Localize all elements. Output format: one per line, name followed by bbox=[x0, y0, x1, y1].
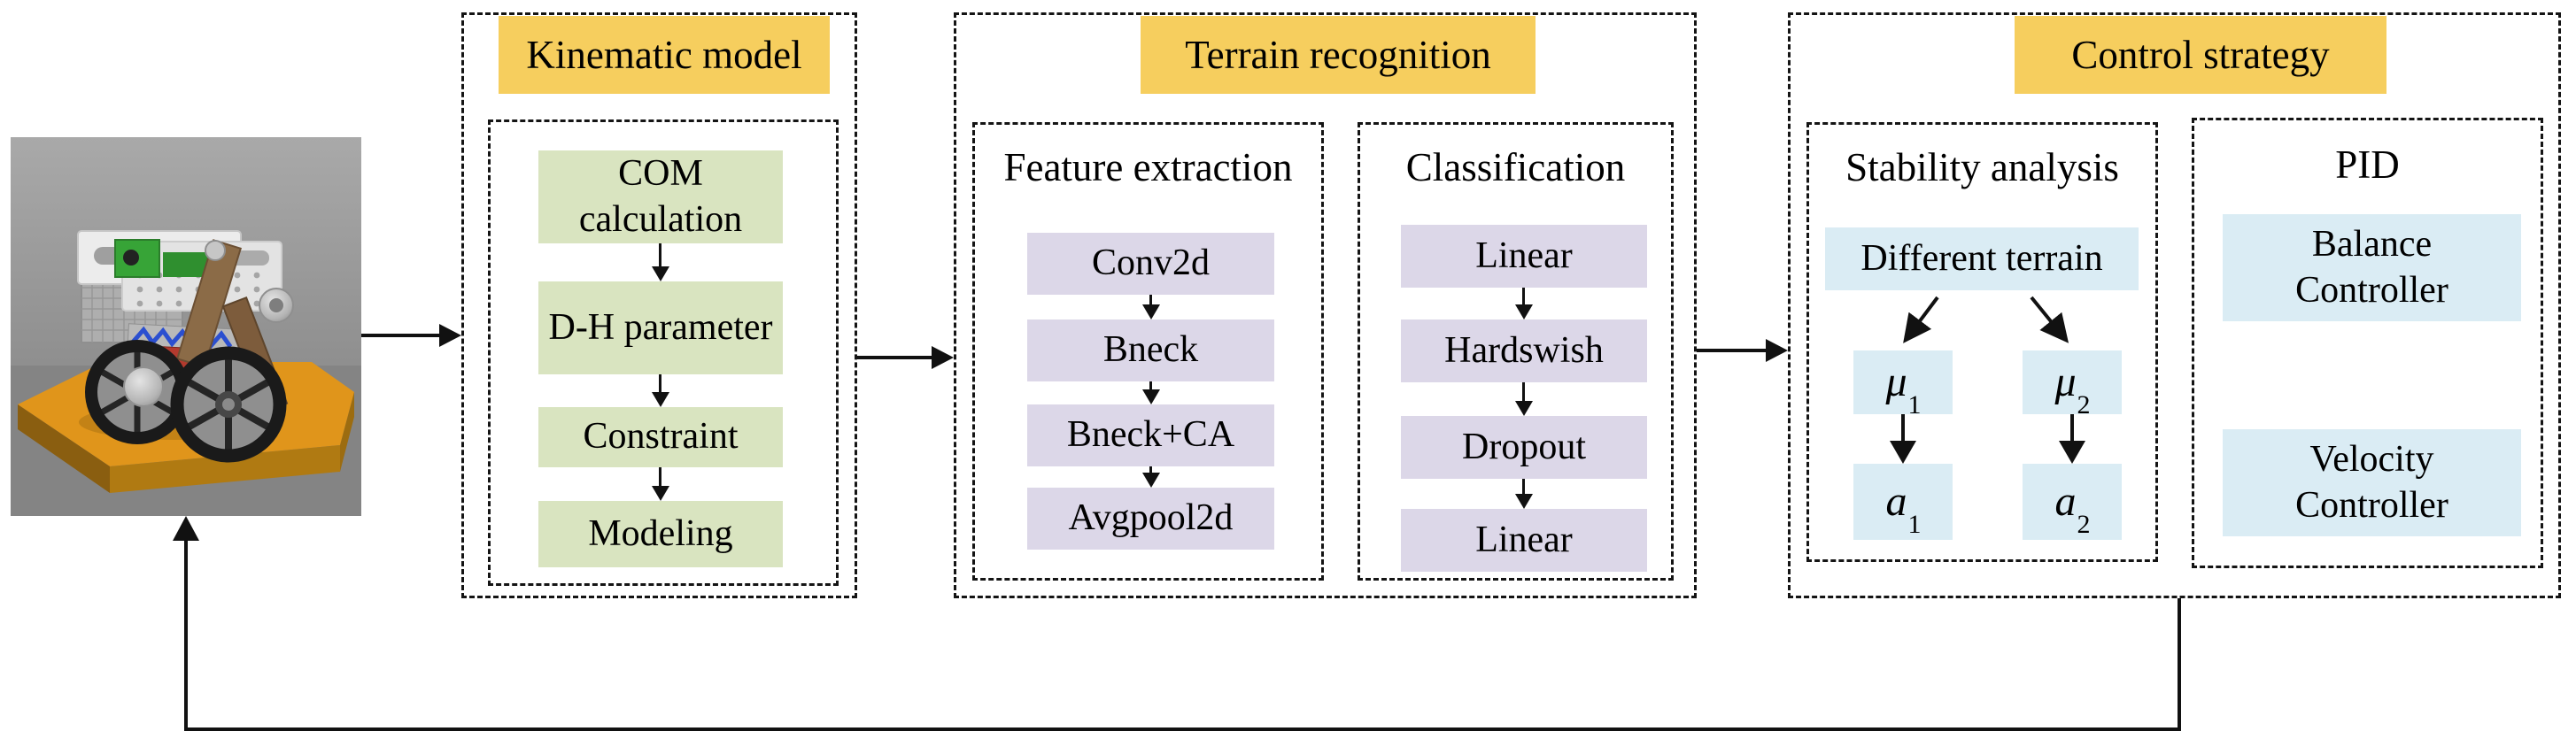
branch-arrows-icon bbox=[1903, 296, 2069, 343]
down-arrow-icon bbox=[1522, 479, 1525, 494]
step-dh-parameter: D-H parameter bbox=[538, 281, 783, 374]
step-balance-controller: Balance Controller bbox=[2223, 214, 2521, 321]
down-arrow-icon bbox=[659, 243, 661, 266]
step-dropout: Dropout bbox=[1401, 416, 1647, 479]
down-arrow-icon bbox=[659, 467, 661, 486]
arrow-terrain-to-control bbox=[1697, 349, 1766, 352]
step-avgpool2d: Avgpool2d bbox=[1027, 488, 1274, 550]
step-velocity-controller: Velocity Controller bbox=[2223, 429, 2521, 536]
down-arrow-icon bbox=[1149, 381, 1152, 389]
control-strategy-header: Control strategy bbox=[2015, 16, 2386, 94]
control-strategy-section bbox=[1788, 12, 2561, 598]
kinematic-model-section bbox=[461, 12, 857, 598]
feature-extraction-label: Feature extraction bbox=[1003, 145, 1293, 189]
step-different-terrain: Different terrain bbox=[1825, 227, 2139, 290]
down-arrow-icon bbox=[1149, 295, 1152, 304]
down-arrow-icon bbox=[2070, 414, 2074, 441]
classification-label: Classification bbox=[1405, 145, 1626, 189]
stability-analysis-box bbox=[1806, 122, 2158, 562]
step-hardswish: Hardswish bbox=[1401, 319, 1647, 382]
down-arrow-icon bbox=[1522, 382, 1525, 401]
step-linear-2: Linear bbox=[1401, 509, 1647, 572]
control-strategy-title: Control strategy bbox=[2071, 33, 2330, 77]
kinematic-model-header: Kinematic model bbox=[499, 16, 830, 94]
stability-analysis-label: Stability analysis bbox=[1845, 145, 2119, 189]
step-modeling: Modeling bbox=[538, 501, 783, 567]
pid-box bbox=[2192, 118, 2543, 568]
robot-left-wheel bbox=[85, 340, 190, 444]
step-constraint: Constraint bbox=[538, 407, 783, 467]
terrain-recognition-title: Terrain recognition bbox=[1185, 33, 1491, 77]
feedback-line-right-vertical bbox=[2178, 598, 2181, 731]
step-conv2d: Conv2d bbox=[1027, 233, 1274, 295]
feature-extraction-box bbox=[972, 122, 1324, 581]
terrain-recognition-header: Terrain recognition bbox=[1141, 16, 1536, 94]
step-linear-1: Linear bbox=[1401, 225, 1647, 288]
arrow-robot-to-kinematic bbox=[361, 334, 439, 337]
down-arrow-icon bbox=[659, 374, 661, 392]
step-com-calculation: COM calculation bbox=[538, 150, 783, 243]
step-bneck-ca: Bneck+CA bbox=[1027, 404, 1274, 466]
feedback-line-bottom-horizontal bbox=[184, 727, 2181, 731]
pid-label: PID bbox=[2335, 142, 2400, 187]
terrain-recognition-section bbox=[954, 12, 1697, 598]
down-arrow-icon bbox=[1149, 466, 1152, 473]
feedback-line-left-vertical bbox=[184, 539, 188, 731]
step-mu2: μ2 bbox=[2023, 350, 2122, 419]
down-arrow-icon bbox=[1522, 288, 1525, 304]
classification-box bbox=[1358, 122, 1674, 581]
up-arrow-icon bbox=[173, 516, 199, 541]
step-a1: a1 bbox=[1853, 464, 1953, 540]
arrow-kinematic-to-terrain bbox=[857, 356, 932, 359]
step-mu1: μ1 bbox=[1853, 350, 1953, 419]
robot-photo bbox=[11, 137, 361, 516]
kinematic-model-inner-box bbox=[488, 119, 839, 586]
kinematic-model-title: Kinematic model bbox=[526, 33, 802, 77]
step-bneck: Bneck bbox=[1027, 319, 1274, 381]
robot-right-wheel bbox=[170, 346, 287, 463]
down-arrow-icon bbox=[1901, 414, 1905, 441]
step-a2: a2 bbox=[2023, 464, 2122, 540]
